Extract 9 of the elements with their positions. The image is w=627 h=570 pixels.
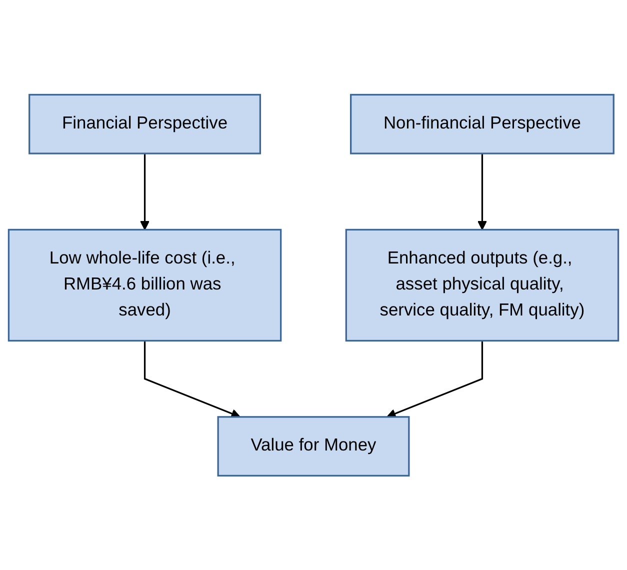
node-box: Financial Perspective bbox=[28, 94, 262, 154]
arrow bbox=[477, 153, 488, 230]
node-box: Enhanced outputs (e.g., asset physical quality, service quality, FM quality) bbox=[345, 228, 620, 342]
node-box: Value for Money bbox=[217, 416, 410, 476]
arrow bbox=[386, 340, 484, 418]
node-box: Non-financial Perspective bbox=[350, 94, 614, 154]
node-box: Low whole-life cost (i.e., RMB¥4.6 billion was saved) bbox=[8, 228, 282, 342]
arrow bbox=[140, 153, 150, 230]
arrow bbox=[144, 340, 240, 418]
